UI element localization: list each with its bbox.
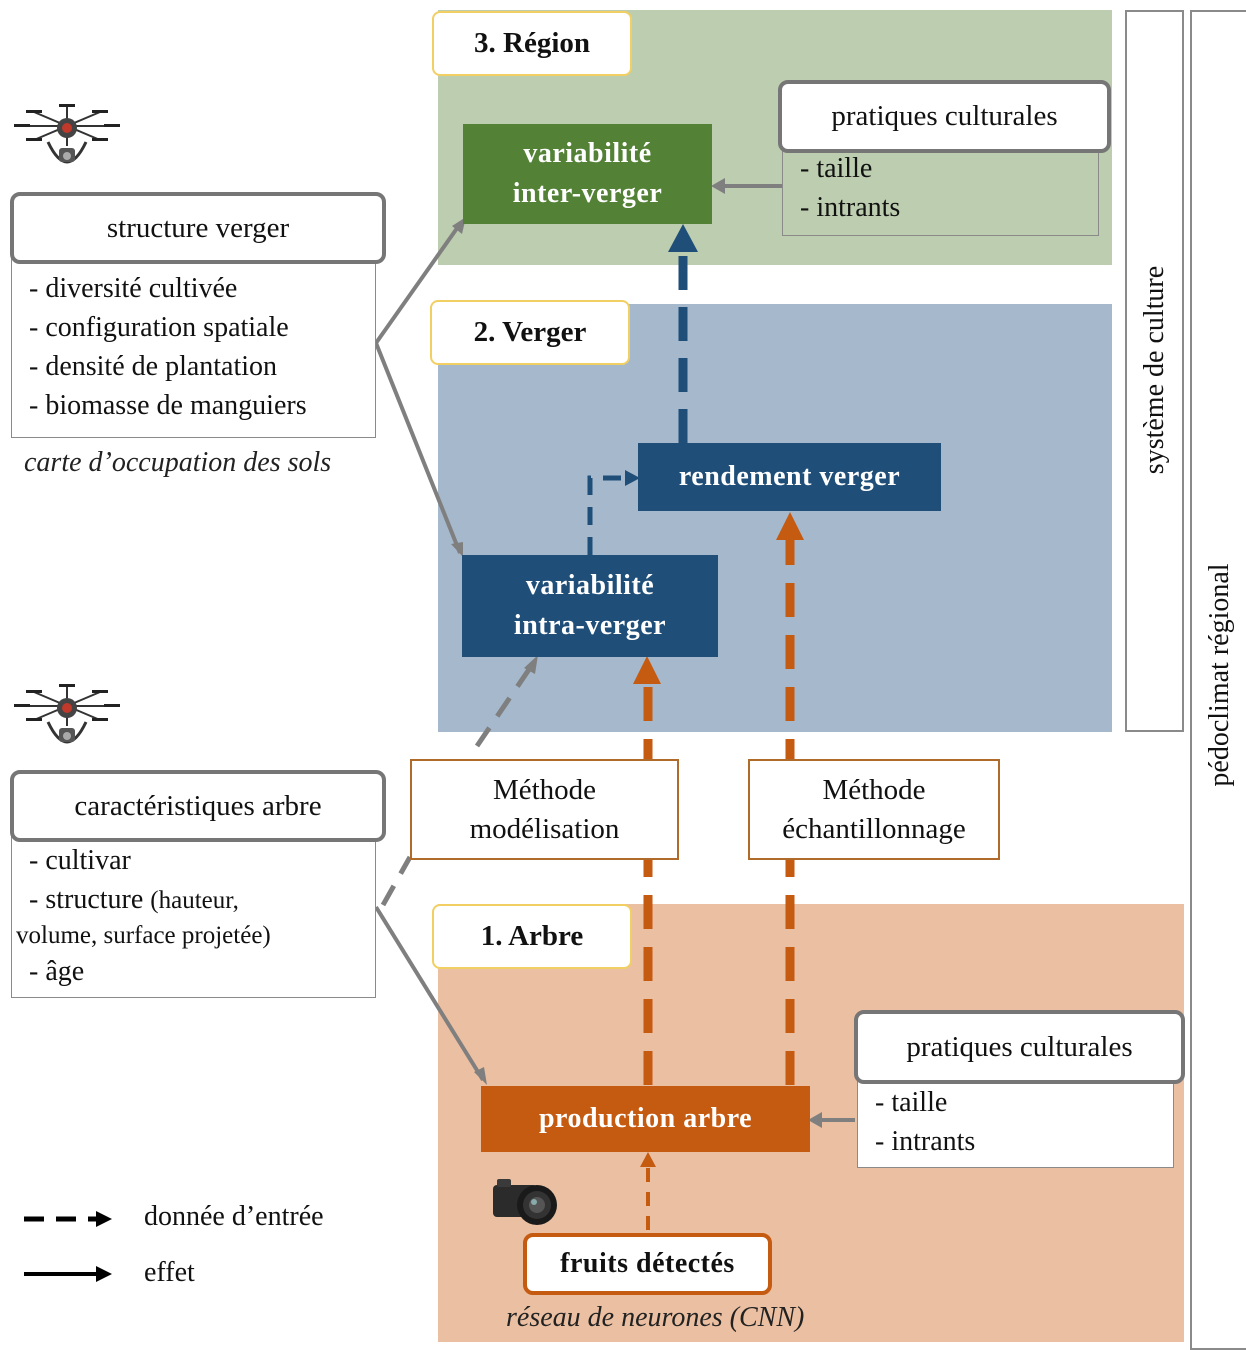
methode-echantillonnage-line2: échantillonnage — [782, 812, 966, 845]
caracteristiques-arbre-list: - cultivar - structure (hauteur, volume,… — [11, 828, 376, 998]
pratiques-region-item: - taille — [800, 153, 873, 184]
node-inter-verger-line2: inter-verger — [512, 178, 663, 209]
node-rendement-label: rendement verger — [678, 461, 901, 492]
zone-verger — [438, 304, 1112, 732]
structure-verger-list: - diversité cultivée - configuration spa… — [11, 248, 376, 438]
level-region-label: 3. Région — [432, 11, 632, 76]
structure-verger-item: - biomasse de manguiers — [29, 390, 307, 421]
pratiques-region-list: - taille - intrants — [782, 138, 1099, 236]
caracteristiques-structure-main: - structure — [29, 884, 144, 915]
node-production-arbre: production arbre — [481, 1086, 810, 1152]
systeme-culture-frame — [1125, 10, 1184, 732]
legend-input-label: donnée d’entrée — [144, 1201, 324, 1232]
arrow-structure-to-inter — [374, 222, 462, 345]
methode-modelisation-line1: Méthode — [492, 773, 597, 806]
camera-icon — [493, 1179, 557, 1225]
arrowhead-to-inter — [668, 224, 698, 252]
pratiques-arbre-item: - intrants — [875, 1126, 976, 1157]
arrow-structure-to-intra — [374, 342, 462, 554]
node-fruits-detectes: fruits détectés — [523, 1233, 772, 1295]
drone-icon — [14, 104, 120, 164]
caracteristiques-item-age: - âge — [29, 956, 85, 987]
drone-icon — [14, 684, 120, 744]
effect-arrows — [374, 184, 855, 1122]
pratiques-arbre-item: - taille — [875, 1087, 948, 1118]
node-intra-verger-line2: intra-verger — [513, 610, 667, 641]
node-fruits-label: fruits détectés — [560, 1248, 735, 1279]
caracteristiques-structure-detail-2: volume, surface projetée) — [16, 922, 271, 949]
node-inter-verger-line1: variabilité — [523, 138, 652, 169]
methode-modelisation-box: Méthode modélisation — [410, 759, 679, 860]
structure-verger-item: - densité de plantation — [29, 351, 278, 382]
methode-modelisation-line2: modélisation — [469, 812, 620, 845]
node-production-label: production arbre — [538, 1103, 753, 1134]
pratiques-arbre-list: - taille - intrants — [857, 1070, 1174, 1168]
arrow-carac-to-production — [374, 905, 485, 1082]
pratiques-region-title: pratiques culturales — [778, 80, 1111, 153]
methode-echantillonnage-box: Méthode échantillonnage — [748, 759, 1000, 860]
legend-arrows — [24, 1211, 112, 1282]
effect-arrowheads — [451, 178, 822, 1128]
arrow-carac-to-intra-dashed — [380, 855, 413, 907]
arrow-intra-to-rendement — [587, 475, 626, 555]
caracteristiques-item-structure: - structure (hauteur, — [29, 880, 375, 920]
node-rendement-verger: rendement verger — [638, 443, 941, 511]
structure-verger-item: - diversité cultivée — [29, 273, 238, 304]
structure-verger-caption: carte d’occupation des sols — [24, 447, 332, 478]
pratiques-arbre-title: pratiques culturales — [854, 1010, 1185, 1084]
level-arbre-label: 1. Arbre — [432, 904, 632, 969]
structure-verger-title: structure verger — [10, 192, 386, 264]
caracteristiques-structure-detail: (hauteur, — [150, 887, 239, 914]
node-intra-verger: variabilité intra-verger — [462, 555, 718, 657]
level-verger-label: 2. Verger — [430, 300, 630, 365]
caracteristiques-item-cultivar: - cultivar — [29, 845, 131, 876]
node-inter-verger: variabilité inter-verger — [463, 124, 712, 224]
node-intra-verger-line1: variabilité — [525, 570, 655, 601]
pratiques-region-item: - intrants — [800, 192, 901, 223]
structure-verger-item: - configuration spatiale — [29, 312, 289, 343]
cnn-caption: réseau de neurones (CNN) — [506, 1302, 805, 1333]
legend-effect-label: effet — [144, 1257, 195, 1288]
caracteristiques-arbre-title: caractéristiques arbre — [10, 770, 386, 842]
methode-echantillonnage-line1: Méthode — [822, 773, 926, 806]
